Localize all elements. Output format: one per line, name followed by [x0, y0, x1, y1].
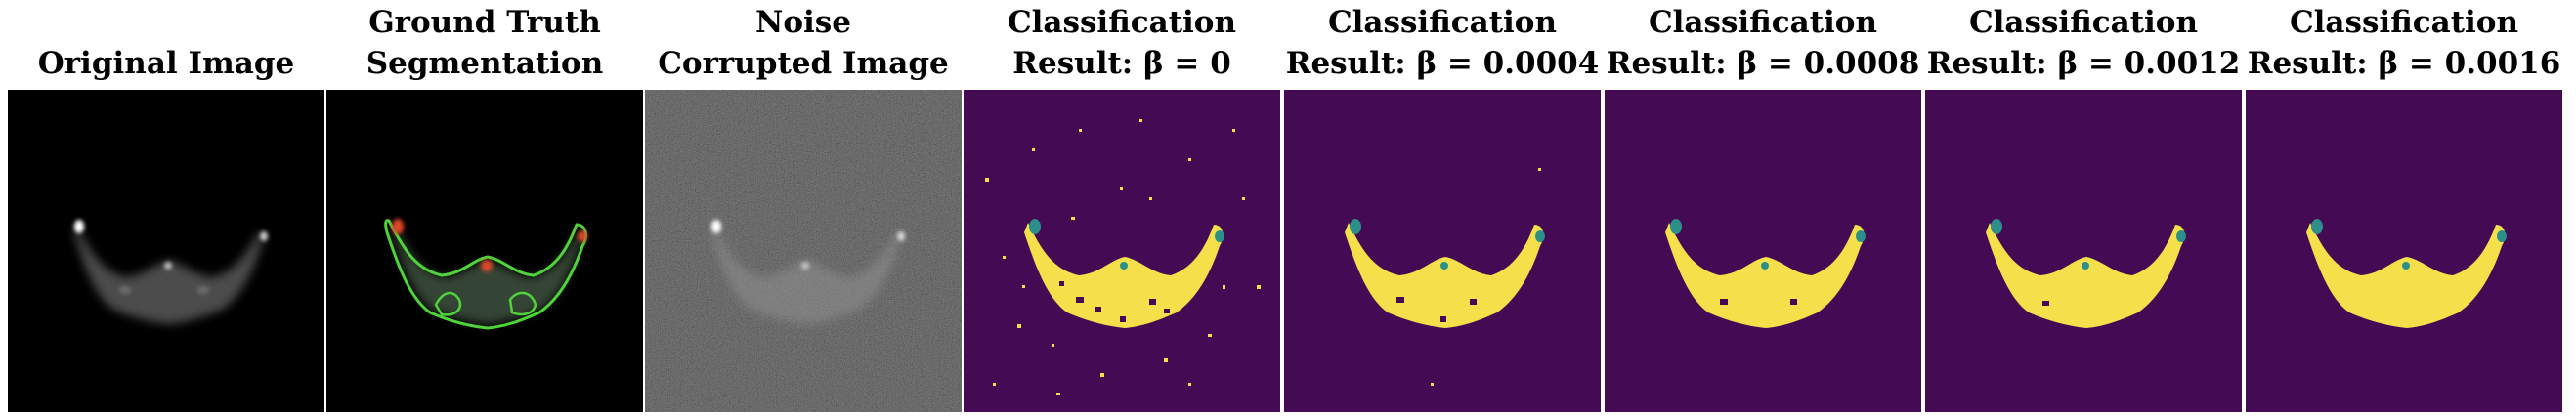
speckle-noise [985, 119, 1261, 395]
title-line: Classification [1968, 5, 2199, 40]
title-line: Result: β = 0.0012 [1926, 46, 2241, 81]
title-classification-beta-0-0008: Classification Result: β = 0.0008 [1605, 2, 1921, 84]
hotspot-center [481, 260, 493, 271]
title-original-image: Original Image [8, 43, 324, 84]
panel-original-image [8, 90, 324, 412]
title-line: Classification [1007, 5, 1237, 40]
classification-map-beta-0-0004 [1284, 90, 1601, 412]
panel-classification-beta-0-0012 [1925, 90, 2242, 412]
hotspot-right [578, 230, 587, 242]
classification-map-beta-0-0008 [1605, 90, 1921, 412]
panel-ground-truth [326, 90, 643, 412]
noise-corrupted-image [645, 90, 962, 412]
classification-map-beta-0 [964, 90, 1280, 412]
panel-noise-corrupted [645, 90, 962, 412]
title-line: Original Image [37, 46, 295, 81]
title-classification-beta-0-0012: Classification Result: β = 0.0012 [1925, 2, 2242, 84]
title-ground-truth: Ground Truth Segmentation [326, 2, 643, 84]
title-line: Classification [1648, 5, 1878, 40]
title-line: Result: β = 0 [1012, 46, 1231, 81]
panel-classification-beta-0-0004 [1284, 90, 1601, 412]
title-classification-beta-0: Classification Result: β = 0 [964, 2, 1280, 84]
title-line: Corrupted Image [658, 46, 949, 81]
hotspot-left [392, 219, 404, 234]
title-line: Result: β = 0.0008 [1606, 46, 1920, 81]
title-line: Result: β = 0.0004 [1285, 46, 1600, 81]
panel-classification-beta-0 [964, 90, 1280, 412]
classification-map-beta-0-0012 [1925, 90, 2242, 412]
title-classification-beta-0-0016: Classification Result: β = 0.0016 [2246, 2, 2562, 84]
ground-truth-segmentation [326, 90, 643, 412]
title-line: Ground Truth [368, 5, 601, 40]
title-line: Result: β = 0.0016 [2247, 46, 2561, 81]
ground-truth-contour [384, 219, 587, 330]
title-line: Classification [2289, 5, 2519, 40]
panel-classification-beta-0-0008 [1605, 90, 1921, 412]
classification-map-beta-0-0016 [2246, 90, 2562, 412]
title-classification-beta-0-0004: Classification Result: β = 0.0004 [1284, 2, 1601, 84]
title-line: Segmentation [365, 46, 604, 81]
title-noise-corrupted: Noise Corrupted Image [645, 2, 962, 84]
panel-classification-beta-0-0016 [2246, 90, 2562, 412]
title-line: Classification [1327, 5, 1558, 40]
original-image [8, 90, 324, 412]
title-line: Noise [755, 5, 851, 40]
